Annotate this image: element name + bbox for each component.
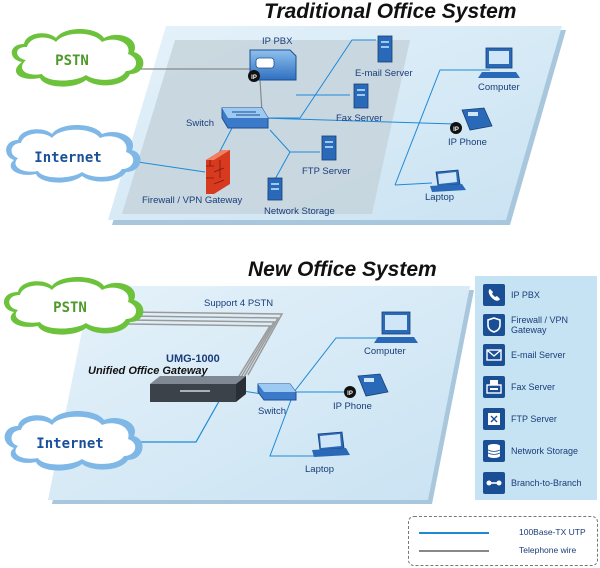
label-umg-name: Unified Office Gateway [88,365,208,377]
traditional-laptop-device [430,169,466,192]
label-switch: Switch [186,118,214,129]
traditional-ip-phone-device: IP [450,107,493,134]
new-pstn-label: PSTN [53,300,87,316]
network-storage-device [267,177,283,201]
link-icon [483,472,505,494]
label-computer: Computer [478,82,520,93]
panel-item-firewall: Firewall / VPN Gateway [483,314,595,338]
label-email-server: E-mail Server [355,68,413,79]
database-icon [483,440,505,462]
fax-icon [483,376,505,398]
new-internet-label: Internet [36,436,103,452]
traditional-pstn-label: PSTN [55,53,89,69]
new-computer-device [374,311,418,343]
ftp-icon [483,408,505,430]
firewall-device [206,150,230,194]
label-new-switch: Switch [258,406,286,417]
label-ip-pbx: IP PBX [262,36,293,47]
email-server-device [377,35,393,63]
traditional-internet-cloud: Internet [6,125,141,183]
ip-pbx-device: IP [248,49,297,82]
shield-icon [483,314,505,336]
svg-text:IP: IP [453,127,459,133]
fax-server-device [353,83,369,109]
new-title: New Office System [248,258,437,281]
ftp-server-device [321,135,337,161]
traditional-pstn-cloud: PSTN [11,29,144,87]
label-new-ip-phone: IP Phone [333,401,372,412]
legend-telephone-swatch [419,550,489,552]
legend-utp-swatch [419,532,489,534]
traditional-title: Traditional Office System [264,0,516,23]
svg-text:IP: IP [251,75,257,81]
label-network-storage: Network Storage [264,206,335,217]
legend-telephone: Telephone wire [419,545,595,557]
panel-item-fax-server: Fax Server [483,376,595,400]
new-pstn-cloud: PSTN [3,277,144,335]
phone-icon [483,284,505,306]
label-fax-server: Fax Server [336,113,382,124]
label-ip-phone: IP Phone [448,137,487,148]
label-new-laptop: Laptop [305,464,334,475]
label-new-computer: Computer [364,346,406,357]
label-support-pstn: Support 4 PSTN [204,298,273,309]
panel-item-email-server: E-mail Server [483,344,595,368]
new-switch-device [257,383,297,401]
new-ip-phone-device: IP [344,373,389,398]
label-firewall: Firewall / VPN Gateway [142,195,243,206]
panel-item-branch-to-branch: Branch-to-Branch [483,472,595,496]
legend: 100Base-TX UTP Telephone wire [408,516,598,566]
panel-item-ftp-server: FTP Server [483,408,595,432]
label-umg-model: UMG-1000 [166,353,220,365]
envelope-icon [483,344,505,366]
panel-item-ip-pbx: IP PBX [483,284,595,308]
traditional-switch-device [221,107,269,129]
label-laptop: Laptop [425,192,454,203]
traditional-computer-device [478,47,520,78]
traditional-internet-label: Internet [34,150,101,166]
new-internet-cloud: Internet [4,411,143,471]
feature-panel: IP PBX Firewall / VPN Gateway E-mail Ser… [475,276,597,500]
svg-text:IP: IP [347,391,353,397]
traditional-connections [103,39,490,200]
umg-gateway-device [150,376,246,402]
label-ftp-server: FTP Server [302,166,350,177]
panel-item-network-storage: Network Storage [483,440,595,464]
legend-utp: 100Base-TX UTP [419,527,595,539]
new-laptop-device [312,431,350,457]
